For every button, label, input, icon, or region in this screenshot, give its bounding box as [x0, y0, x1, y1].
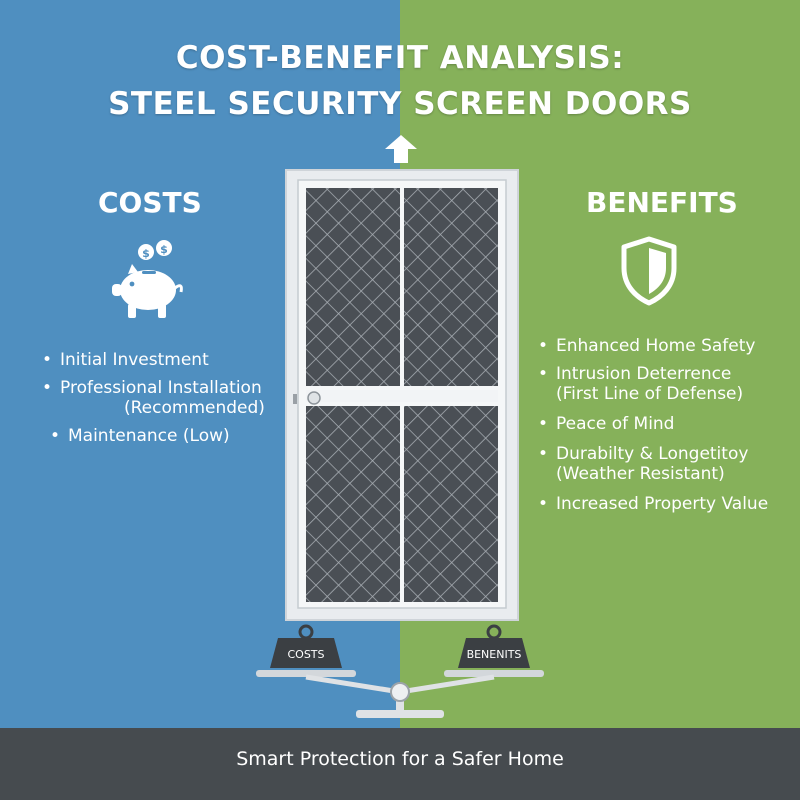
benefit-item-text: Peace of Mind [556, 414, 675, 434]
shield-icon [621, 236, 677, 306]
benefits-list: • Enhanced Home Safety • Intrusion Deter… [538, 336, 796, 514]
bullet: • [42, 350, 53, 370]
bullet: • [538, 444, 549, 464]
list-item: • Professional Installation (Recommended… [42, 378, 360, 418]
footer-banner: Smart Protection for a Safer Home [0, 728, 800, 800]
up-arrow-icon [385, 135, 417, 163]
list-item: • Peace of Mind [538, 414, 796, 434]
list-item: • Maintenance (Low) [50, 426, 360, 446]
bullet: • [50, 426, 61, 446]
costs-list: • Initial Investment • Professional Inst… [42, 350, 360, 446]
benefits-weight-label: BENENITS [467, 648, 522, 661]
list-item: • Intrusion Deterrence (First Line of De… [538, 364, 796, 404]
list-item: • Durabilty & Longetitoy (Weather Resist… [538, 444, 796, 484]
benefit-item-text: Increased Property Value [556, 494, 769, 514]
cost-item-text: Maintenance (Low) [68, 426, 230, 446]
svg-text:$: $ [142, 247, 150, 260]
cost-item-text: Initial Investment [60, 350, 209, 370]
bullet: • [538, 364, 549, 384]
piggy-bank-icon: $ $ [112, 240, 183, 318]
svg-text:$: $ [160, 243, 168, 256]
benefit-item-text: Enhanced Home Safety [556, 336, 756, 356]
bullet: • [42, 378, 53, 398]
benefit-item-subtext: (Weather Resistant) [556, 464, 725, 484]
benefit-item-text: Durabilty & Longetitoy [556, 444, 749, 464]
bullet: • [538, 494, 549, 514]
balance-scale-illustration: COSTS BENENITS [256, 624, 544, 718]
benefit-item-subtext: (First Line of Defense) [556, 384, 744, 404]
cost-item-text: Professional Installation [60, 378, 262, 398]
cost-item-subtext: (Recommended) [124, 398, 265, 418]
footer-tagline: Smart Protection for a Safer Home [236, 748, 564, 770]
benefits-heading: BENEFITS [586, 186, 738, 219]
list-item: • Increased Property Value [538, 494, 796, 514]
benefit-item-text: Intrusion Deterrence [556, 364, 732, 384]
page-title-line1: COST-BENEFIT ANALYSIS: [175, 40, 625, 76]
list-item: • Initial Investment [42, 350, 360, 370]
page-title-line2: STEEL SECURITY SCREEN DOORS [108, 86, 692, 122]
bullet: • [538, 414, 549, 434]
costs-weight-label: COSTS [287, 648, 324, 661]
bullet: • [538, 336, 549, 356]
list-item: • Enhanced Home Safety [538, 336, 796, 356]
security-screen-door-illustration [285, 169, 519, 621]
costs-heading: COSTS [98, 186, 202, 219]
